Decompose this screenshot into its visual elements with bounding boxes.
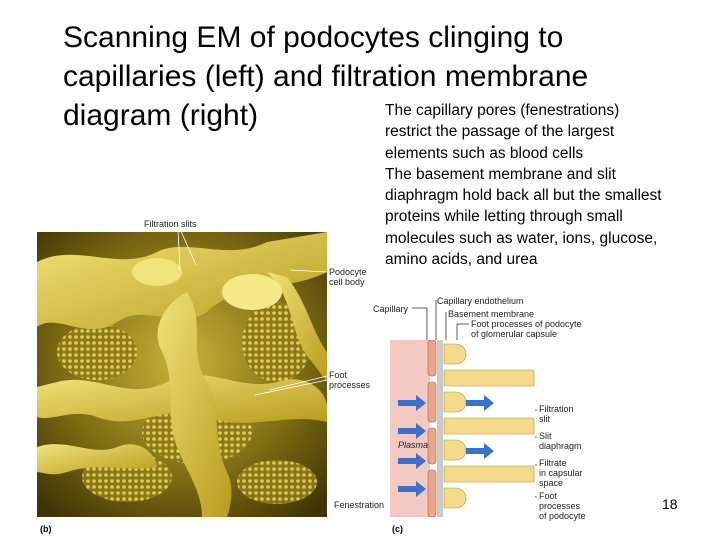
label-basement-membrane: Basement membrane: [448, 309, 535, 319]
desc-line: The capillary pores (fenestrations): [385, 102, 620, 119]
label-filtration-slits: Filtration slits: [144, 219, 197, 229]
label-filtrate: Filtrate in capsular space: [539, 458, 583, 488]
panel-letter-c: (c): [392, 524, 403, 534]
label-foot-processes-of-podocyte: Foot processes of podocyte: [539, 491, 586, 521]
label-plasma: Plasma: [398, 440, 429, 450]
label-capillary: Capillary: [373, 304, 409, 314]
description-text: The capillary pores (fenestrations) rest…: [385, 100, 715, 270]
desc-line: restrict the passage of the largest: [385, 123, 615, 141]
label-capillary-endothelium: Capillary endothelium: [437, 296, 524, 306]
panel-letter-b: (b): [40, 524, 52, 534]
label-filtration-slit: Filtration slit: [539, 404, 574, 424]
label-foot-processes-podocyte: Foot processes of podocyte of glomerular…: [471, 319, 582, 339]
title-line: Scanning EM of podocytes clinging to: [63, 21, 564, 54]
sem-micrograph: [37, 232, 327, 517]
label-slit-diaphragm: Slit diaphragm: [539, 431, 582, 451]
title-line: capillaries (left) and filtration membra…: [63, 60, 589, 93]
desc-line: molecules such as water, ions, glucose,: [385, 229, 658, 247]
desc-line: elements such as blood cells: [385, 144, 584, 162]
desc-line: proteins while letting through small: [385, 208, 623, 226]
slide-number: 18: [662, 496, 678, 512]
label-podocyte-cell-body: Podocyte cell body: [329, 267, 367, 287]
desc-line: amino acids, and urea: [385, 251, 538, 269]
desc-line: diaphragm hold back all but the smallest: [385, 187, 662, 205]
filtration-membrane-diagram: [390, 339, 535, 518]
slide-title: Scanning EM of podocytes clinging to cap…: [63, 18, 663, 135]
title-line: diagram (right): [63, 99, 259, 132]
desc-line: The basement membrane and slit: [385, 165, 616, 183]
label-fenestration: Fenestration: [334, 500, 385, 510]
label-foot-processes: Foot processes: [329, 370, 371, 390]
